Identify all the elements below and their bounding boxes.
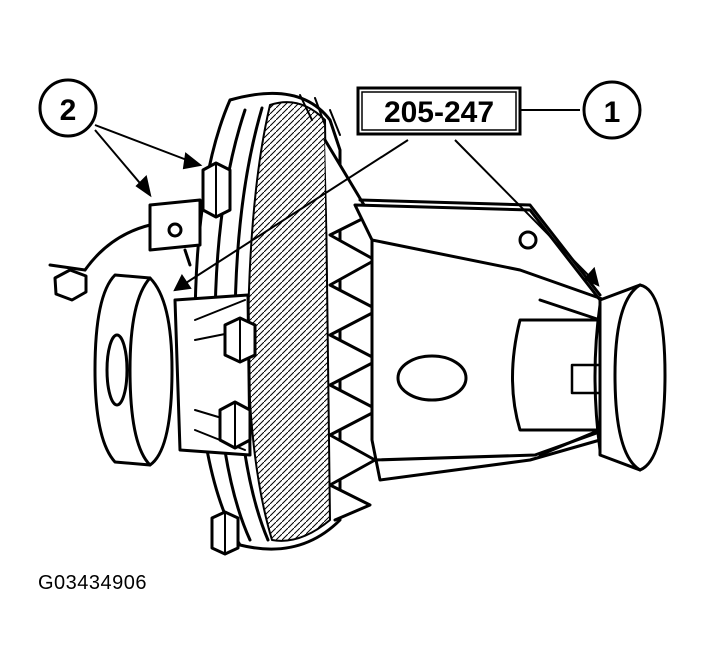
figure-id: G03434906 — [38, 572, 148, 594]
leader-lines — [94, 109, 600, 292]
tool-number-box: 205-247 — [356, 86, 522, 136]
callout-2: 2 — [38, 78, 98, 138]
tool-number-label: 205-247 — [384, 96, 494, 129]
cap-bolt-upper — [223, 316, 257, 364]
differential-case — [353, 198, 607, 482]
right-bearing-cup — [593, 283, 667, 472]
callout-1: 1 — [582, 80, 642, 140]
case-bolt-hole — [518, 230, 538, 250]
left-hex-bolt — [48, 263, 88, 302]
callout-2-label: 2 — [60, 94, 77, 127]
case-window-opening — [396, 354, 468, 402]
cap-bolt-lower — [218, 400, 252, 450]
callout-1-label: 1 — [604, 96, 621, 129]
cap-bolt-bottom — [210, 510, 240, 556]
carrier-bracket — [83, 198, 202, 272]
cap-bolt-top — [201, 161, 232, 219]
left-bearing-disc — [93, 273, 174, 467]
